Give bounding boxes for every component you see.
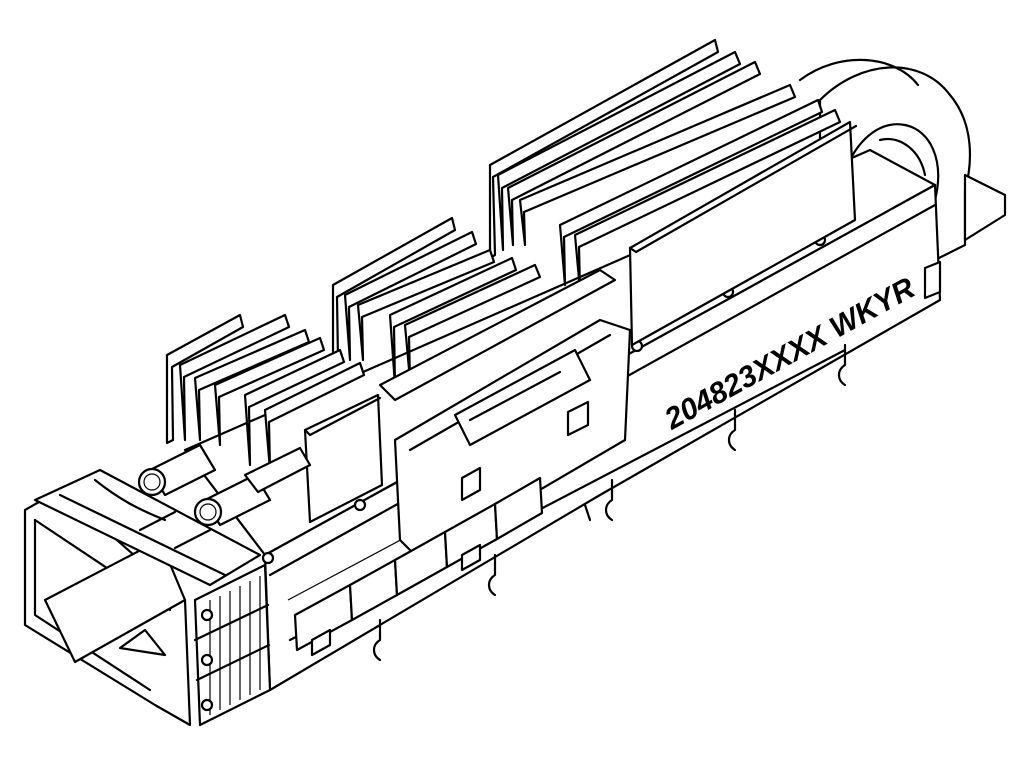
latch-clip <box>393 318 632 562</box>
press-fit-pins <box>372 343 847 662</box>
front-bezel <box>23 468 272 727</box>
heat-sink-fins <box>165 38 858 524</box>
light-pipes <box>137 443 312 527</box>
side-segments <box>293 476 544 657</box>
rear-arch <box>798 58 1007 262</box>
